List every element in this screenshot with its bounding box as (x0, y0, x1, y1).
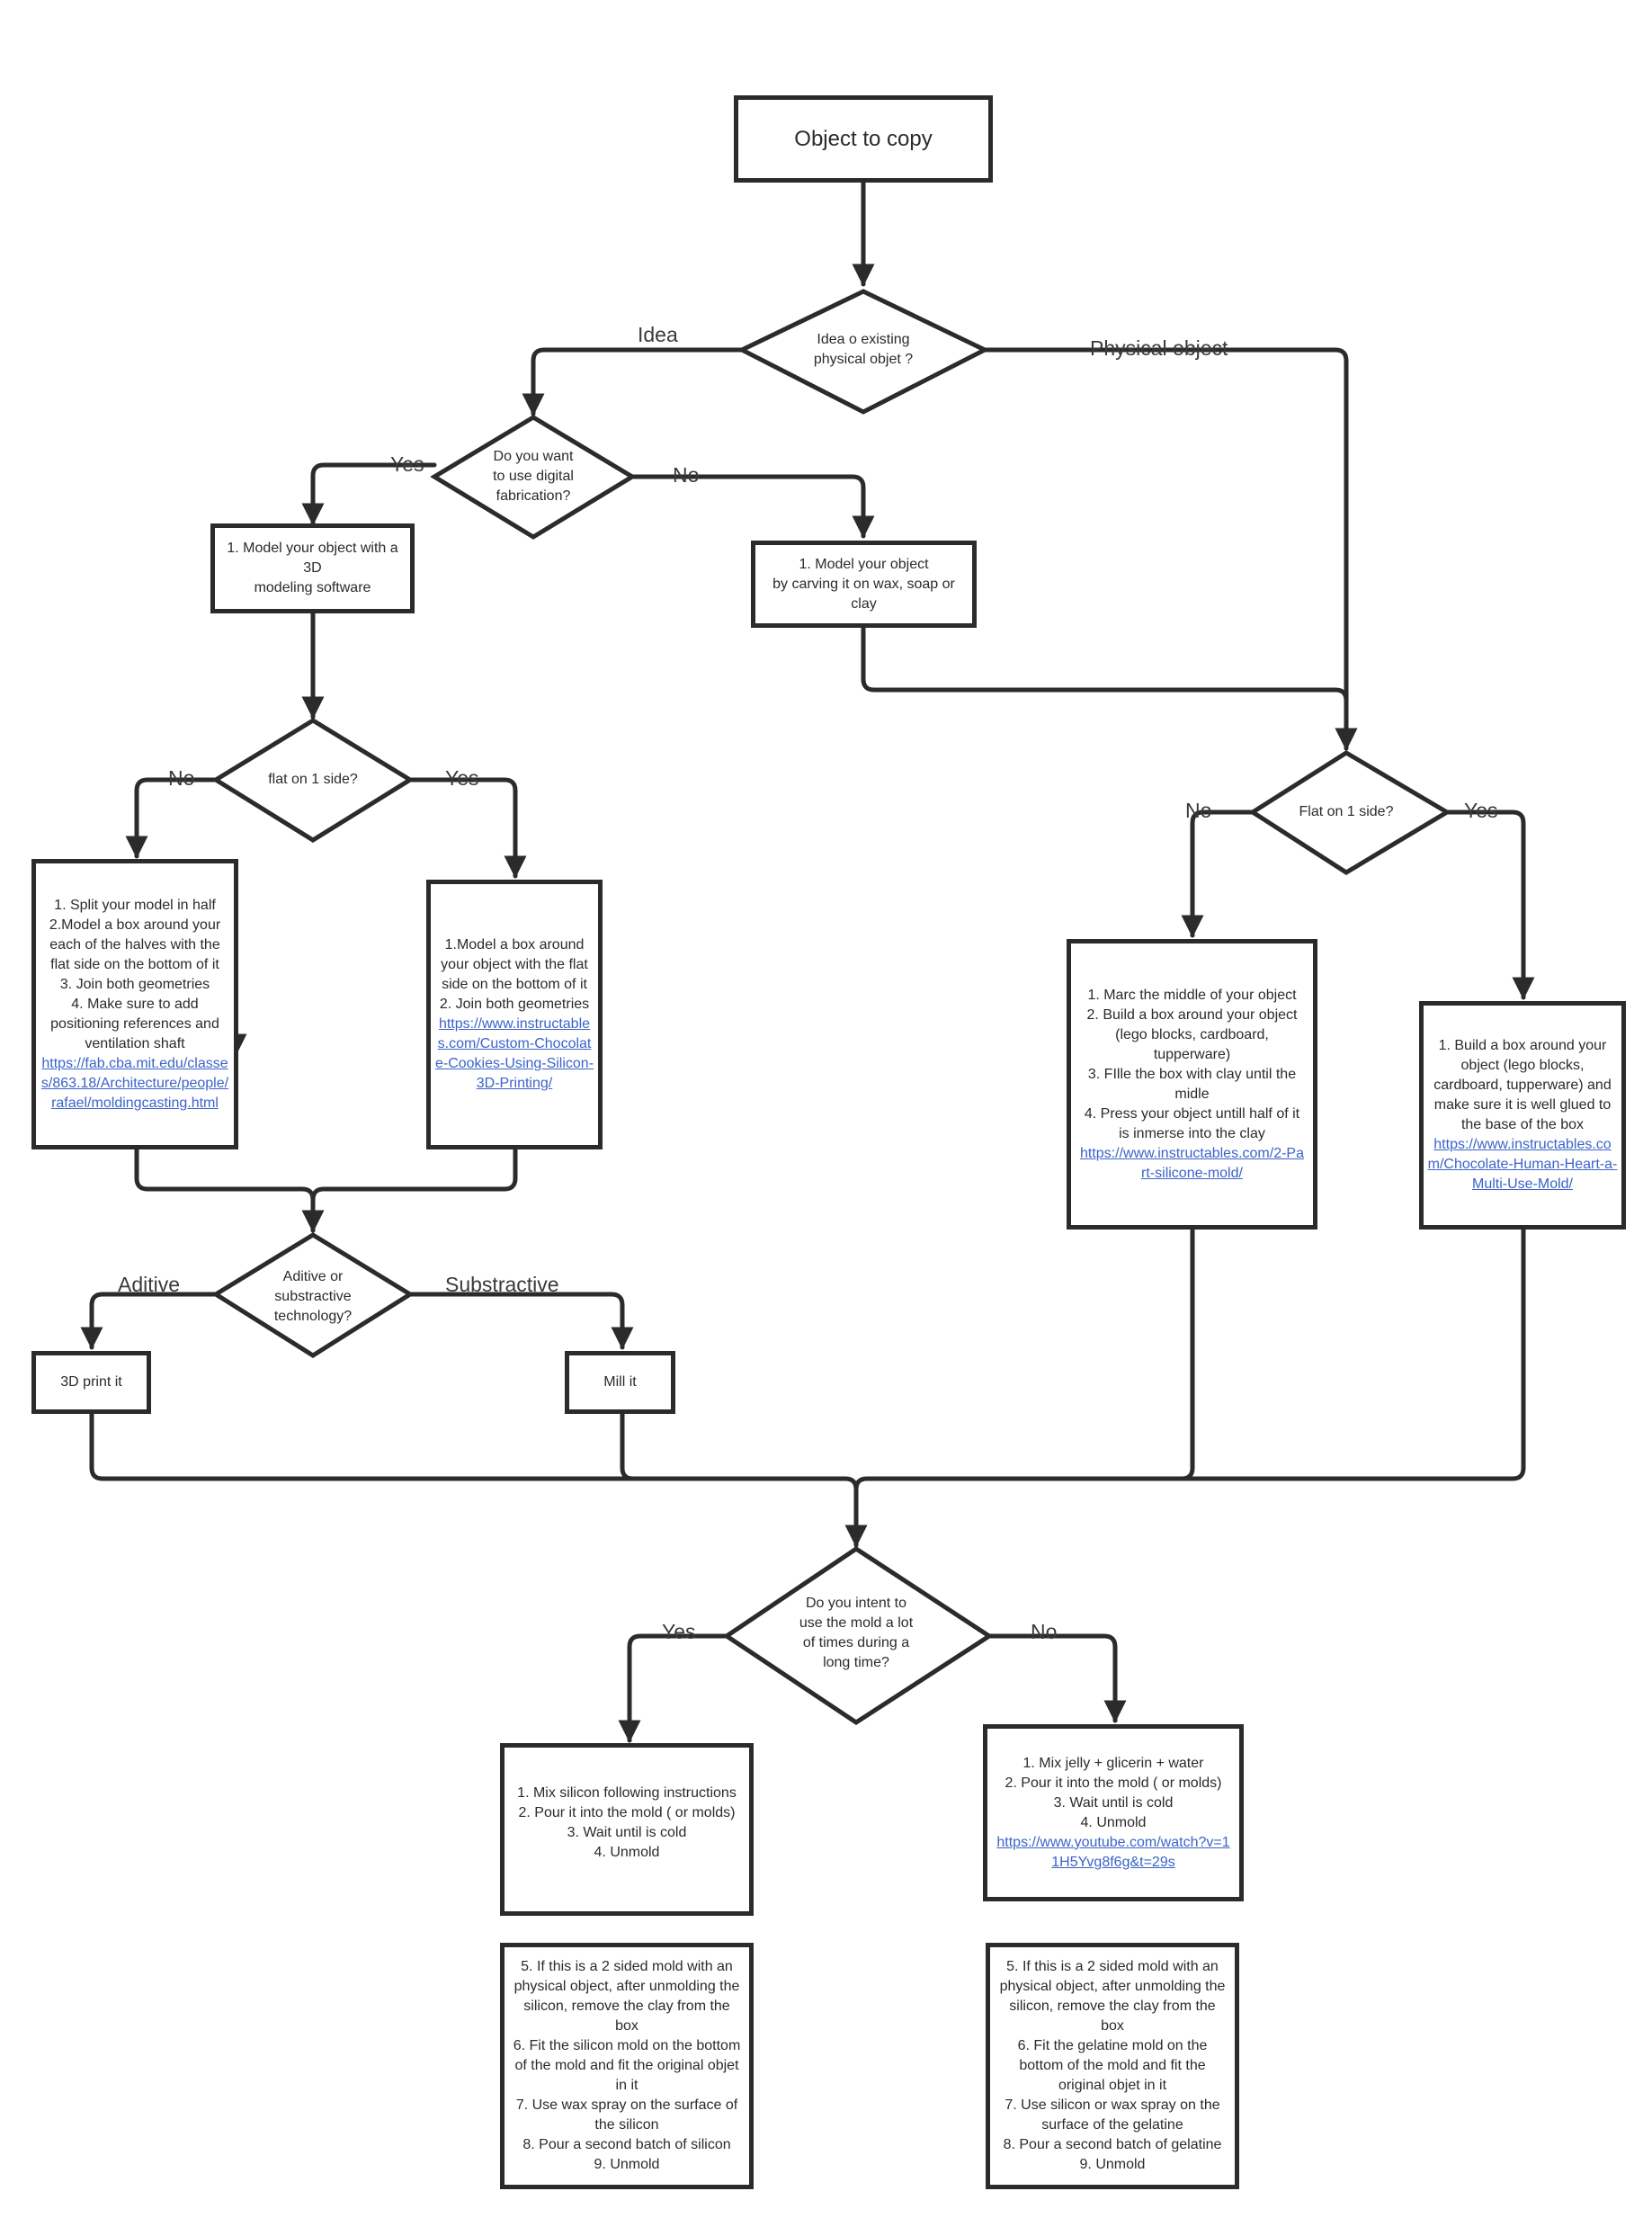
diamond-flat-physical-label: Flat on 1 side? (1299, 804, 1394, 819)
node-marc-middle-text: 1. Marc the middle of your object 2. Bui… (1084, 987, 1300, 1141)
node-flat-box-text: 1.Model a box around your object with th… (439, 937, 590, 1012)
node-split-model-link[interactable]: https://fab.cba.mit.edu/classes/863.18/A… (40, 1055, 229, 1111)
diamond-digital-fab (430, 415, 637, 540)
node-flat-box-link[interactable]: https://www.instructables.com/Custom-Cho… (434, 1016, 594, 1091)
edge-label-yes-flat-digital: Yes (445, 766, 479, 790)
diamond-flat-physical (1248, 750, 1451, 875)
edge-build-to-merge (864, 1227, 1526, 1481)
edge-carve-to-flat (861, 623, 1358, 751)
node-jelly-text: 1. Mix jelly + glicerin + water 2. Pour … (1005, 1755, 1222, 1830)
node-model-3d-label: 1. Model your object with a 3D modeling … (227, 541, 398, 595)
edge-yes-intent (618, 1633, 729, 1743)
node-jelly-link[interactable]: https://www.youtube.com/watch?v=11H5Yvg8… (996, 1834, 1230, 1870)
diamond-additive-label: Aditive or substractive technology? (273, 1269, 353, 1324)
diamond-flat-digital (211, 718, 415, 843)
edge-marc-to-merge (853, 1227, 1195, 1492)
node-marc-middle: 1. Marc the middle of your object 2. Bui… (1067, 939, 1317, 1230)
edge-physical (982, 347, 1358, 751)
edge-flatbox-to-additive (310, 1145, 518, 1233)
node-silicon-text: 1. Mix silicon following instructions 2.… (517, 1785, 737, 1860)
node-model-carve: 1. Model your object by carving it on wa… (751, 541, 977, 628)
edge-no-flat-physical (1181, 809, 1255, 938)
edge-label-no-digital: No (673, 463, 700, 487)
edge-no-intent (987, 1633, 1127, 1723)
edge-label-idea: Idea (638, 323, 678, 346)
edge-label-yes-intent: Yes (662, 1620, 696, 1643)
node-gelatine-two-sided: 5. If this is a 2 sided mold with an phy… (986, 1943, 1239, 2189)
node-build-box: 1. Build a box around your object (lego … (1419, 1001, 1626, 1230)
node-silicon-two-sided: 5. If this is a 2 sided mold with an phy… (500, 1943, 754, 2189)
node-build-box-text: 1. Build a box around your object (lego … (1433, 1038, 1612, 1132)
diamond-flat-digital-text-wrap: flat on 1 side? (241, 766, 385, 793)
node-3d-print-label: 3D print it (60, 1374, 122, 1390)
edge-split-to-additive (134, 1145, 325, 1233)
diamond-additive (211, 1232, 415, 1358)
edge-substractive (407, 1292, 634, 1350)
diamond-additive-text-wrap: Aditive or substractive technology? (241, 1263, 385, 1331)
node-mill-label: Mill it (603, 1374, 637, 1390)
diamond-intent (722, 1545, 994, 1725)
node-model-carve-label: 1. Model your object by carving it on wa… (772, 556, 955, 612)
edge-label-no-flat-digital: No (168, 766, 195, 790)
diamond-idea-or-physical-label: Idea o existing physical objet ? (813, 332, 914, 367)
edge-no-digital (630, 474, 875, 539)
node-split-model-text: 1. Split your model in half 2.Model a bo… (49, 897, 221, 1051)
edge-mill-to-merge (620, 1409, 848, 1481)
edge-label-no-flat-physical: No (1185, 799, 1212, 822)
diamond-digital-fab-label: Do you want to use digital fabrication? (493, 449, 574, 504)
node-jelly: 1. Mix jelly + glicerin + water 2. Pour … (983, 1724, 1244, 1901)
diamond-idea-or-physical-text-wrap: Idea o existing physical objet ? (773, 320, 953, 380)
edge-aditive (80, 1292, 219, 1350)
node-gelatine-two-sided-text: 5. If this is a 2 sided mold with an phy… (999, 1959, 1226, 2172)
edge-yes-digital (301, 462, 437, 526)
node-marc-middle-link[interactable]: https://www.instructables.com/2-Part-sil… (1080, 1145, 1304, 1181)
diamond-intent-label: Do you intent to use the mold a lot of t… (799, 1596, 914, 1670)
edge-label-no-intent: No (1031, 1620, 1058, 1643)
node-model-3d: 1. Model your object with a 3D modeling … (210, 523, 415, 613)
node-build-box-link[interactable]: https://www.instructables.com/Chocolate-… (1427, 1137, 1618, 1192)
edge-label-substractive: Substractive (445, 1273, 559, 1296)
node-split-model: 1. Split your model in half 2.Model a bo… (31, 859, 238, 1149)
diamond-flat-physical-text-wrap: Flat on 1 side? (1274, 799, 1418, 826)
node-3d-print: 3D print it (31, 1351, 151, 1414)
diamond-idea-or-physical (737, 289, 990, 415)
node-silicon: 1. Mix silicon following instructions 2.… (500, 1743, 754, 1916)
node-mill: Mill it (565, 1351, 675, 1414)
node-silicon-two-sided-text: 5. If this is a 2 sided mold with an phy… (513, 1959, 741, 2172)
edge-label-aditive: Aditive (118, 1273, 181, 1296)
node-object-to-copy: Object to copy (734, 95, 993, 183)
diamond-digital-fab-text-wrap: Do you want to use digital fabrication? (461, 443, 605, 511)
edge-yes-flat-physical (1444, 809, 1535, 1000)
diamond-intent-text-wrap: Do you intent to use the mold a lot of t… (766, 1590, 946, 1677)
edge-label-yes-digital: Yes (390, 452, 424, 476)
node-object-to-copy-label: Object to copy (794, 126, 933, 151)
diamond-flat-digital-label: flat on 1 side? (268, 772, 358, 787)
edge-yes-flat-digital (407, 777, 527, 879)
edge-label-yes-flat-physical: Yes (1464, 799, 1498, 822)
node-flat-box: 1.Model a box around your object with th… (426, 880, 603, 1149)
edge-idea (522, 347, 745, 416)
edge-no-flat-digital (125, 777, 219, 859)
edge-label-physical: Physical object (1090, 336, 1228, 360)
